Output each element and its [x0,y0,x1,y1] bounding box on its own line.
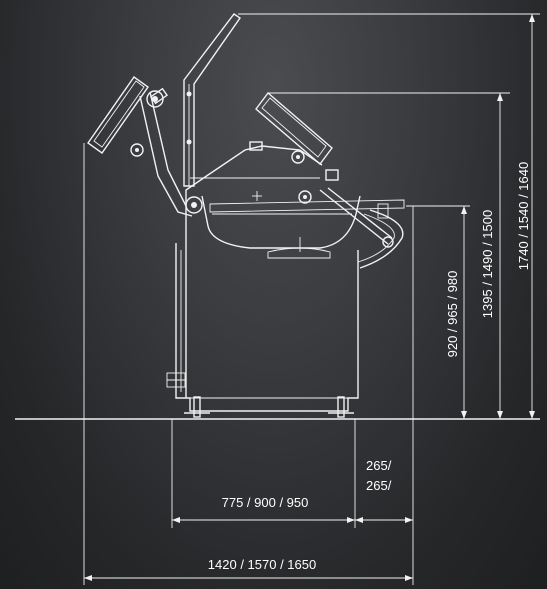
upper-housing [185,145,323,245]
right-lid [255,91,339,181]
right-lid-knob [291,150,305,164]
foot-right [337,396,345,418]
left-hinge [146,90,164,108]
column-bolt-upper [186,91,192,97]
label-bowl-height: 920 / 965 / 980 [445,271,460,358]
left-lid-arm [139,95,193,217]
column-bolt-lower [186,139,192,145]
label-total-height: 1740 / 1540 / 1640 [516,162,531,270]
bowl-rim [209,199,405,213]
foot-left [193,396,201,418]
outlet-lever [319,189,389,245]
bowl-base [267,247,331,259]
label-base-depth: 775 / 900 / 950 [222,495,309,510]
vertical-column [183,13,241,187]
label-total-depth: 1420 / 1570 / 1650 [208,557,316,572]
right-lid-latch [325,169,339,181]
machine-body [166,141,405,418]
label-offset-2: 265/ [366,478,392,493]
column-arm [183,13,241,187]
left-lid [87,76,193,217]
right-lid-panel [255,91,333,166]
label-offset-1: 265/ [366,458,392,473]
bowl [201,195,361,249]
label-outlet-height: 1395 / 1490 / 1500 [480,210,495,318]
dimension-lines [83,13,540,585]
front-knob [298,190,312,204]
left-lid-knob [130,143,144,157]
cabinet-outline [175,243,359,412]
left-lid-panel [87,76,149,154]
top-bolt [249,141,263,151]
